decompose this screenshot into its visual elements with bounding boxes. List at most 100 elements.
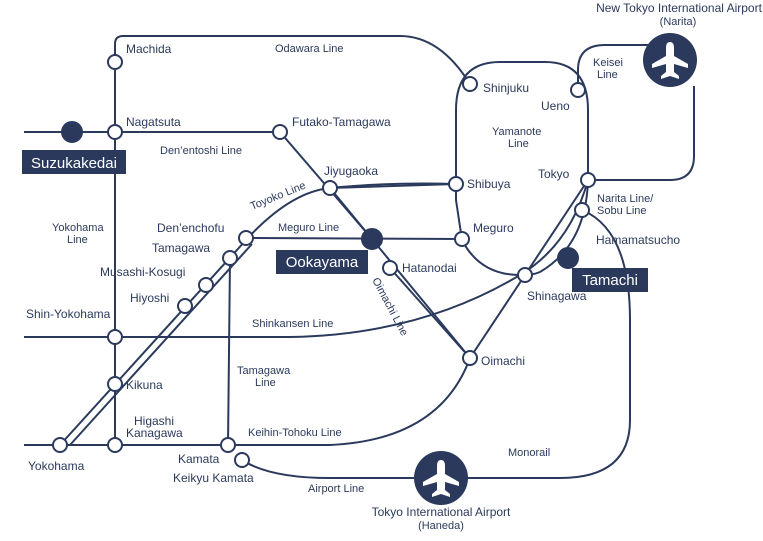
station-ueno[interactable] [570,82,586,98]
label-keihin-tohoku-line: Keihin-Tohoku Line [248,427,342,439]
station-jiyugaoka[interactable] [322,180,338,196]
airplane-icon [423,460,459,497]
campus-station-tamachi[interactable] [557,247,579,269]
oimachi-line [329,187,471,359]
campus-label-suzukakedai[interactable]: Suzukakedai [22,150,126,174]
label-yokohama-line-1: Yokohama [52,222,104,234]
airport-line [241,459,414,479]
campus-box-ookayama [276,250,368,274]
label-nagatsuta: Nagatsuta [126,115,181,129]
station-oimachi[interactable] [462,350,478,366]
station-shibuya[interactable] [448,176,464,192]
label-narita-sobu-line-1: Narita Line/ [597,193,654,205]
label-yokohama: Yokohama [28,459,85,473]
label-tamagawa-line-2: Line [255,377,276,389]
station-kamata[interactable] [220,437,236,453]
monorail-line [468,209,631,479]
label-futako-tamagawa: Futako-Tamagawa [292,115,391,129]
shinkansen-line [24,179,589,338]
station-keikyu-kamata[interactable] [234,452,250,468]
tamagawa-line [227,257,231,446]
label-oimachi: Oimachi [481,354,525,368]
label-jiyugaoka: Jiyugaoka [324,164,378,178]
label-monorail: Monorail [508,447,550,459]
station-den-enchofu[interactable] [238,230,254,246]
narita-sobu-line [588,86,695,181]
station-tamagawa[interactable] [222,250,238,266]
label-den-entoshi-line: Den’entoshi Line [160,145,242,157]
label-toyoko-line: Toyoko Line [249,180,308,213]
jiyugaoka-shibuya-line [329,183,457,189]
station-higashi-kanagawa[interactable] [107,437,123,453]
station-machida[interactable] [107,54,123,70]
campus-name-tamachi: Tamachi [582,272,638,289]
label-higashi-kanagawa-1: Higashi [134,414,174,428]
label-shibuya: Shibuya [467,177,511,191]
label-hiyoshi: Hiyoshi [130,291,169,305]
haneda-airport-name: Tokyo International Airport [372,505,511,519]
hatanodai-connector [389,267,471,359]
station-musashi-kosugi[interactable] [198,277,214,293]
label-machida: Machida [126,42,172,56]
label-narita-sobu-line-2: Sobu Line [597,205,647,217]
campus-box-tamachi [572,268,648,292]
station-shinjuku[interactable] [462,76,478,92]
haneda-airport[interactable]: Tokyo International Airport (Haneda) [372,451,511,532]
label-hamamatsucho: Hamamatsucho [596,233,680,247]
campus-name-suzukakedai: Suzukakedai [31,155,117,172]
label-tamagawa-line-1: Tamagawa [237,365,291,377]
label-meguro-line: Meguro Line [278,222,339,234]
toyoko-line-b [69,243,253,446]
label-ueno: Ueno [541,99,570,113]
label-shin-yokohama: Shin-Yokohama [26,307,111,321]
campus-station-ookayama[interactable] [361,228,383,250]
station-futako-tamagawa[interactable] [272,124,288,140]
label-higashi-kanagawa-2: Kanagawa [126,426,183,440]
label-yamanote-line-2: Line [508,138,529,150]
campus-label-ookayama[interactable]: Ookayama [276,250,368,274]
label-meguro: Meguro [473,221,514,235]
narita-airport-sub: (Narita) [660,16,697,28]
haneda-airport-sub: (Haneda) [418,520,464,532]
station-nagatsuta[interactable] [107,124,123,140]
campus-label-tamachi[interactable]: Tamachi [572,268,648,292]
label-keisei-line-2: Line [597,69,618,81]
station-meguro[interactable] [454,231,470,247]
label-keikyu-kamata: Keikyu Kamata [173,471,254,485]
label-shinjuku: Shinjuku [483,81,529,95]
station-labels: Machida Nagatsuta Futako-Tamagawa Jiyuga… [26,42,680,485]
label-airport-line: Airport Line [308,483,364,495]
label-tamagawa: Tamagawa [152,241,210,255]
stations [52,54,596,468]
odawara-line [114,35,471,85]
label-yokohama-line-2: Line [67,234,88,246]
station-shin-yokohama[interactable] [107,329,123,345]
label-den-enchofu: Den’enchofu [157,221,224,235]
label-yamanote-line-1: Yamanote [492,126,541,138]
label-tokyo: Tokyo [538,167,570,181]
campus-box-suzukakedai [22,150,126,174]
label-keisei-line-1: Keisei [593,57,623,69]
station-yokohama[interactable] [52,437,68,453]
label-hatanodai: Hatanodai [402,261,457,275]
campus-station-suzukakedai[interactable] [61,121,83,143]
label-kamata: Kamata [178,452,220,466]
station-hatanodai[interactable] [382,260,398,276]
label-shinagawa: Shinagawa [527,289,587,303]
label-shinkansen-line: Shinkansen Line [252,318,333,330]
meguro-line [245,237,463,240]
station-hamamatsucho[interactable] [574,202,590,218]
station-shinagawa[interactable] [517,267,533,283]
station-kikuna[interactable] [107,376,123,392]
station-hiyoshi[interactable] [177,298,193,314]
keisei-line [577,44,648,90]
campus-name-ookayama: Ookayama [286,254,359,271]
label-kikuna: Kikuna [126,378,163,392]
label-odawara-line: Odawara Line [275,43,344,55]
label-musashi-kosugi: Musashi-Kosugi [100,265,185,279]
narita-airport[interactable]: New Tokyo International Airport (Narita) [596,1,763,87]
narita-airport-name: New Tokyo International Airport [596,1,763,15]
station-tokyo[interactable] [580,172,596,188]
